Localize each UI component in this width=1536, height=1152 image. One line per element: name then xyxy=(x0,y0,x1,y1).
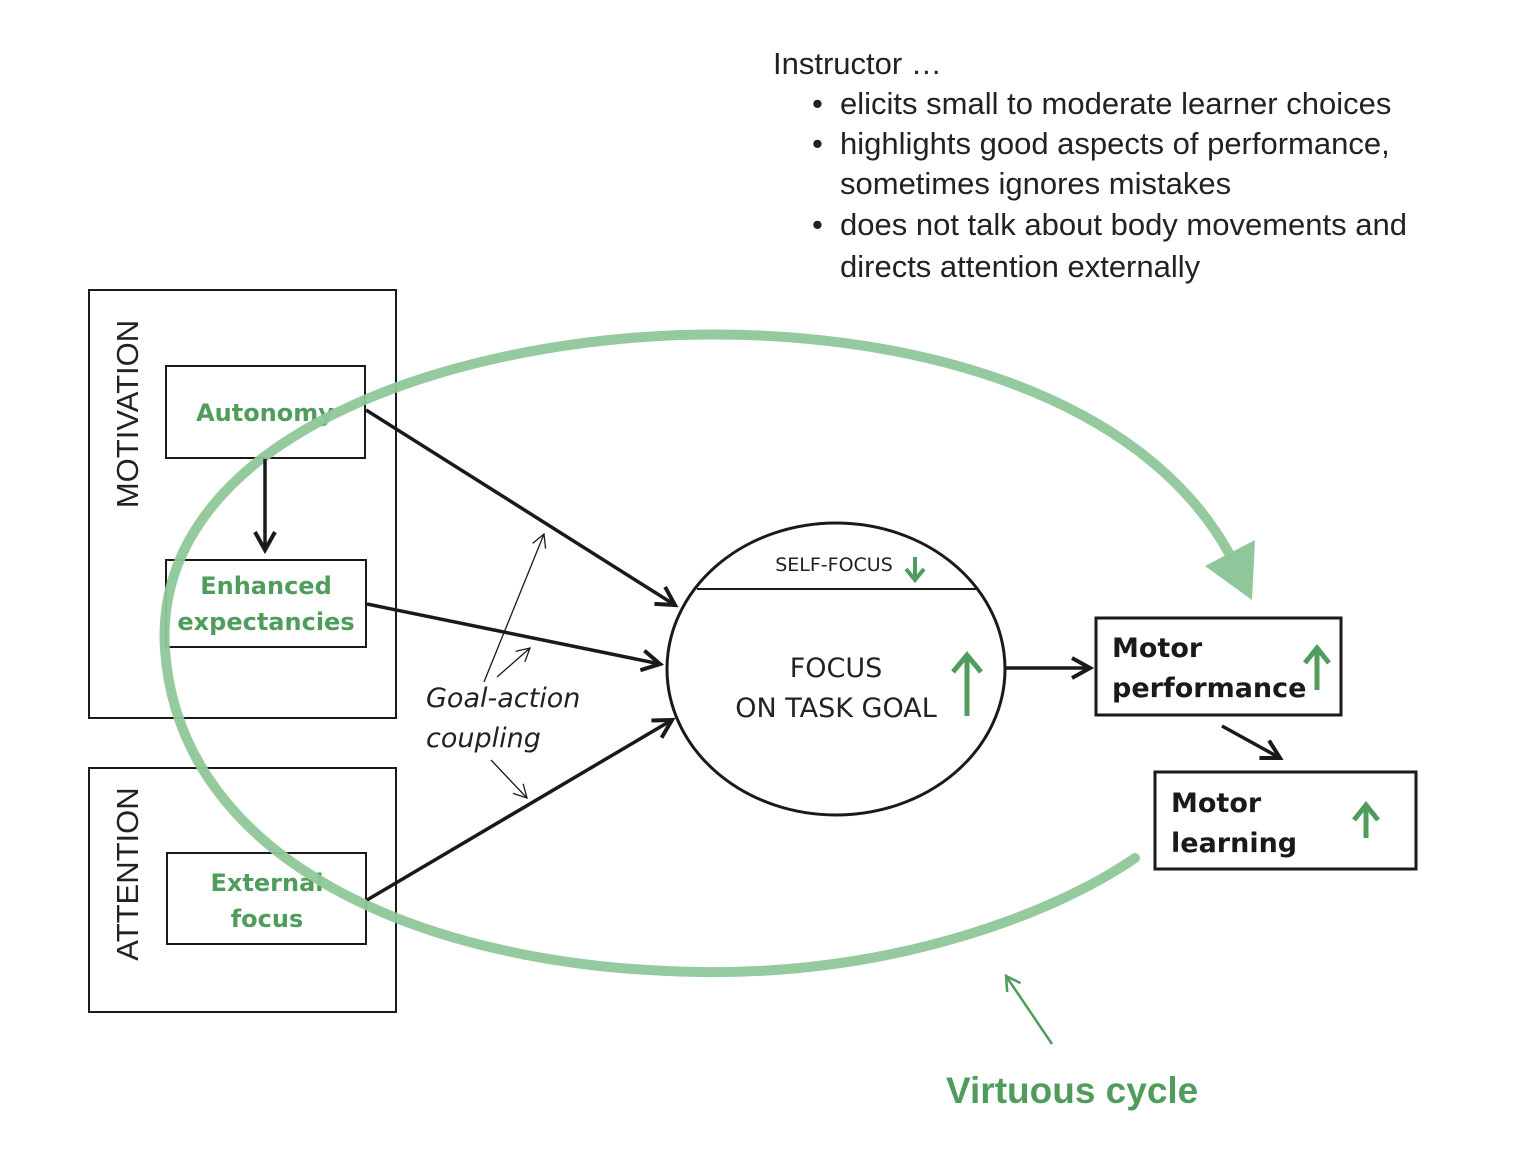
autonomy-to-focus-arrow xyxy=(365,408,675,605)
virtuous-cycle-arrowhead xyxy=(1205,540,1255,600)
motor-performance-box xyxy=(1094,616,1343,717)
bullet-dot: • xyxy=(812,207,823,242)
external-focus-to-focus-arrow xyxy=(366,720,672,902)
motivation-label: MOTIVATION xyxy=(110,320,145,508)
motor-performance-line-2: performance xyxy=(1112,673,1306,704)
attention-group xyxy=(88,767,397,1013)
bullet-2-line-2: sometimes ignores mistakes xyxy=(840,166,1231,201)
motor-learning-line-2: learning xyxy=(1171,828,1297,859)
external-focus-label-line-2: focus xyxy=(231,905,304,933)
goal-action-label-line-2: coupling xyxy=(426,723,541,754)
expectancies-label-line-1: Enhanced xyxy=(200,572,332,600)
task-goal-line-1: FOCUS xyxy=(790,653,883,684)
goal-action-label-line-1: Goal-action xyxy=(426,683,580,714)
task-goal-line-2: ON TASK GOAL xyxy=(735,693,937,724)
bullet-dot: • xyxy=(812,126,823,161)
coupling-arrow-up-1 xyxy=(483,532,547,683)
motor-learning-box xyxy=(1153,770,1418,871)
task-goal-up-arrow-icon xyxy=(951,651,983,716)
virtuous-cycle-pointer-arrow xyxy=(1006,976,1054,1045)
attention-label: ATTENTION xyxy=(110,787,145,960)
motor-learning-line-1: Motor xyxy=(1171,788,1262,819)
learning-up-arrow-icon xyxy=(1352,800,1380,838)
self-focus-label: SELF-FOCUS xyxy=(775,554,893,576)
expectancies-box xyxy=(165,559,367,648)
bullet-2-line-1: highlights good aspects of performance, xyxy=(840,126,1390,161)
self-focus-down-arrow-icon xyxy=(904,557,926,584)
focus-ellipse xyxy=(665,521,1007,817)
expectancies-to-focus-arrow xyxy=(366,602,660,664)
bullet-3-line-1: does not talk about body movements and xyxy=(840,207,1407,242)
motor-performance-line-1: Motor xyxy=(1112,633,1203,664)
coupling-arrow-down xyxy=(490,759,528,799)
virtuous-cycle-ring xyxy=(159,329,1235,978)
bullet-dot: • xyxy=(812,86,823,121)
instructor-heading: Instructor … xyxy=(773,46,942,81)
bullet-3-line-2: directs attention externally xyxy=(840,249,1201,284)
bullet-1-line-1: elicits small to moderate learner choice… xyxy=(840,86,1391,121)
instructor-notes: Instructor … • elicits small to moderate… xyxy=(773,46,1407,284)
motivation-group xyxy=(88,289,397,719)
coupling-arrow-up-2 xyxy=(496,647,532,678)
performance-to-learning-arrow xyxy=(1221,724,1280,758)
performance-up-arrow-icon xyxy=(1303,643,1331,690)
expectancies-label-line-2: expectancies xyxy=(177,608,354,636)
external-focus-box xyxy=(166,852,367,945)
virtuous-cycle-label: Virtuous cycle xyxy=(946,1070,1198,1111)
